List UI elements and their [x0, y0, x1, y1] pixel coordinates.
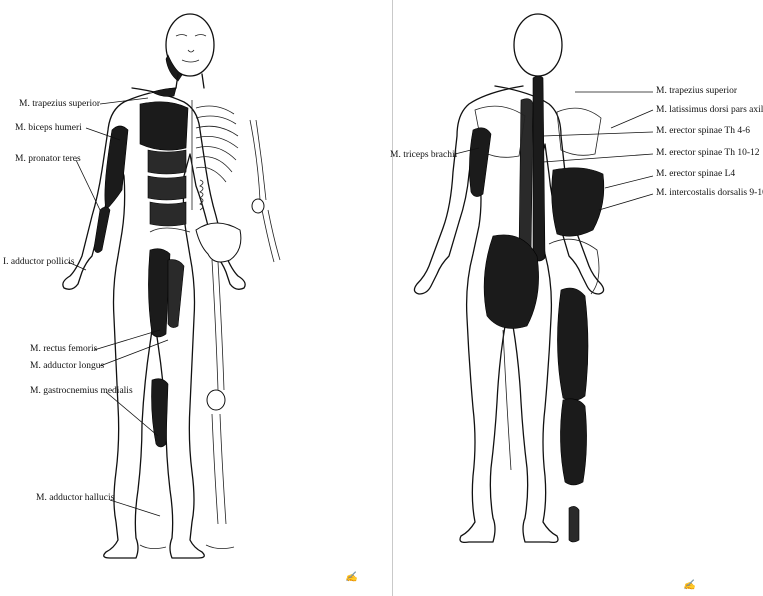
label-back-trapezius-superior: M. trapezius superior	[656, 86, 737, 97]
label-biceps-humeri: M. biceps humeri	[15, 123, 82, 134]
label-erector-spinae-th10-12: M. erector spinae Th 10-12	[656, 148, 760, 159]
label-erector-spinae-l4: M. erector spinae L4	[656, 169, 735, 180]
front-view-panel: M. trapezius superior M. biceps humeri M…	[0, 0, 393, 596]
label-intercostalis-dorsalis: M. intercostalis dorsalis 9-10	[656, 188, 763, 199]
label-rectus-femoris: M. rectus femoris	[30, 344, 97, 355]
front-body-illustration	[0, 0, 392, 596]
artist-signature: ✍	[683, 580, 695, 591]
label-pronator-teres: M. pronator teres	[15, 154, 81, 165]
back-view-panel: M. trapezius superior M. latissimus dors…	[393, 0, 763, 596]
artist-signature: ✍	[345, 572, 357, 583]
label-trapezius-superior: M. trapezius superior	[19, 99, 100, 110]
label-latissimus-dorsi: M. latissimus dorsi pars axilla	[656, 105, 763, 116]
label-triceps-brachii: M. triceps brachii	[390, 150, 457, 161]
label-gastrocnemius-medialis: M. gastrocnemius medialis	[30, 386, 133, 397]
label-erector-spinae-th4-6: M. erector spinae Th 4-6	[656, 126, 750, 137]
label-adductor-longus: M. adductor longus	[30, 361, 104, 372]
label-adductor-pollicis: I. adductor pollicis	[3, 257, 75, 268]
label-adductor-hallucis: M. adductor hallucis	[36, 493, 114, 504]
